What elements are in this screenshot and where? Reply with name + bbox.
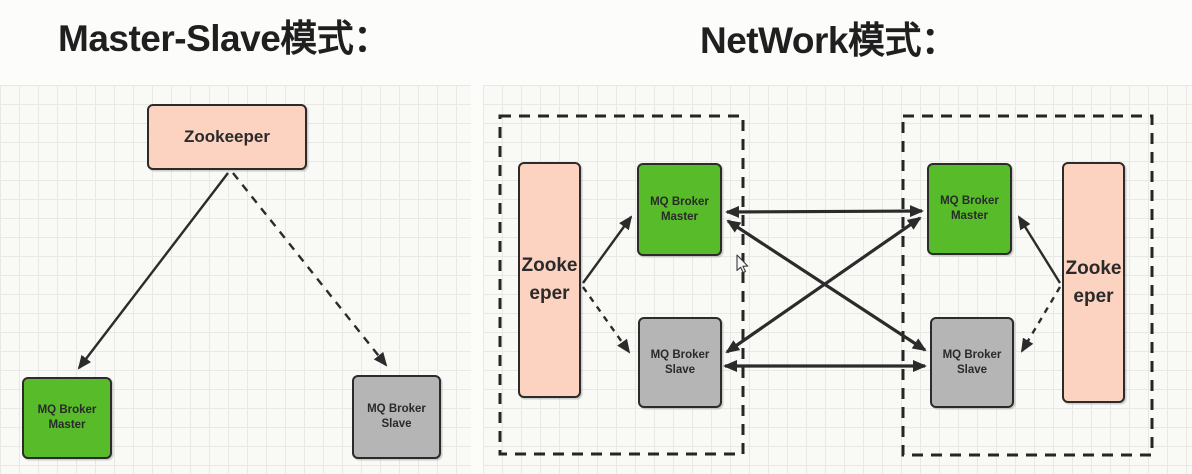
cluster1-mq-broker-master-node: MQ Broker Master [637, 163, 722, 256]
cluster1-mq-broker-slave-label: MQ Broker Slave [650, 348, 710, 376]
cluster-1-boundary [498, 114, 745, 456]
edge-slave1-master2 [725, 216, 922, 354]
cluster2-mq-broker-master-label: MQ Broker Master [940, 195, 999, 222]
edge-master1-master2 [725, 205, 924, 218]
cluster1-mq-broker-slave-node: MQ Broker Slave [638, 317, 722, 408]
mq-broker-slave-label: MQ Broker Slave [367, 403, 426, 430]
cluster2-zookeeper-node: Zooke eper [1062, 162, 1125, 403]
cluster-2-boundary [901, 114, 1154, 457]
cluster1-zookeeper-label: Zooke eper [521, 255, 578, 304]
cluster2-zookeeper-label: Zooke eper [1065, 257, 1122, 307]
cluster1-zookeeper-node: Zooke eper [518, 162, 581, 398]
cluster2-mq-broker-slave-node: MQ Broker Slave [930, 317, 1014, 408]
zookeeper-node: Zookeeper [147, 104, 307, 170]
edge-zk1-to-slave1 [582, 286, 631, 354]
mq-broker-slave-node: MQ Broker Slave [352, 375, 441, 459]
cluster2-mq-broker-master-node: MQ Broker Master [927, 163, 1012, 255]
edge-zk2-to-master2 [1017, 215, 1062, 284]
master-slave-title: Master-Slave模式： [58, 18, 390, 59]
edge-zk2-to-slave2 [1020, 286, 1062, 353]
cluster1-mq-broker-master-label: MQ Broker Master [650, 195, 709, 223]
mq-broker-master-node: MQ Broker Master [22, 377, 112, 459]
cluster2-mq-broker-slave-label: MQ Broker Slave [942, 348, 1002, 376]
edge-zk-to-slave-left [232, 172, 388, 367]
zookeeper-label: Zookeeper [184, 126, 270, 146]
edge-zk1-to-master1 [582, 215, 633, 284]
mq-broker-master-label: MQ Broker Master [37, 404, 97, 431]
edge-zk-to-master-left [77, 172, 229, 370]
network-title: NetWork模式： [700, 20, 958, 61]
